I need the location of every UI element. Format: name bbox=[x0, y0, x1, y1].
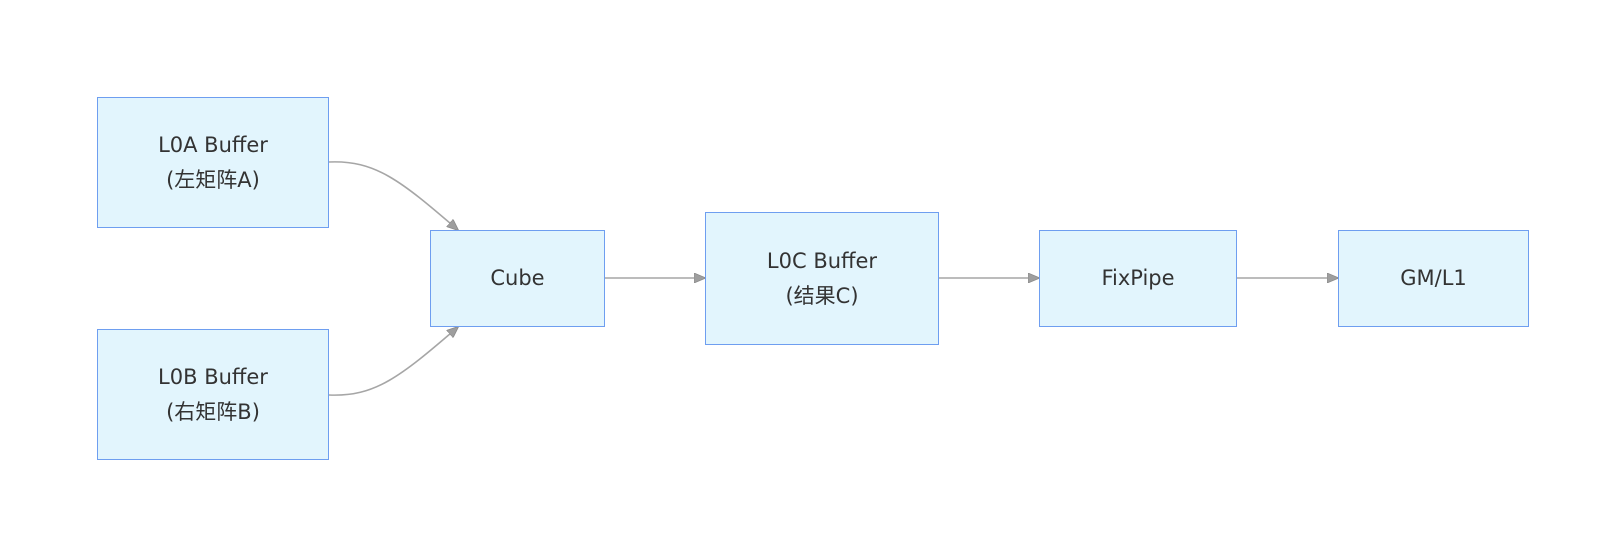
node-gm-l1: GM/L1 bbox=[1338, 230, 1529, 327]
node-l0a-subtitle: (左矩阵A) bbox=[166, 167, 260, 192]
node-l0b-title: L0B Buffer bbox=[158, 364, 268, 389]
edge-l0a-to-cube bbox=[328, 161, 458, 230]
node-l0b-buffer: L0B Buffer (右矩阵B) bbox=[97, 329, 329, 460]
edge-l0b-to-cube bbox=[328, 327, 458, 396]
node-l0c-subtitle: (结果C) bbox=[785, 283, 859, 308]
node-cube: Cube bbox=[430, 230, 605, 327]
node-l0a-buffer: L0A Buffer (左矩阵A) bbox=[97, 97, 329, 228]
node-l0c-buffer: L0C Buffer (结果C) bbox=[705, 212, 939, 345]
node-gm-label: GM/L1 bbox=[1400, 266, 1467, 290]
node-cube-label: Cube bbox=[490, 266, 545, 290]
node-l0a-title: L0A Buffer bbox=[158, 132, 268, 157]
node-fixpipe-label: FixPipe bbox=[1101, 266, 1175, 290]
node-l0c-title: L0C Buffer bbox=[766, 248, 878, 273]
node-l0b-subtitle: (右矩阵B) bbox=[166, 399, 260, 424]
node-fixpipe: FixPipe bbox=[1039, 230, 1237, 327]
